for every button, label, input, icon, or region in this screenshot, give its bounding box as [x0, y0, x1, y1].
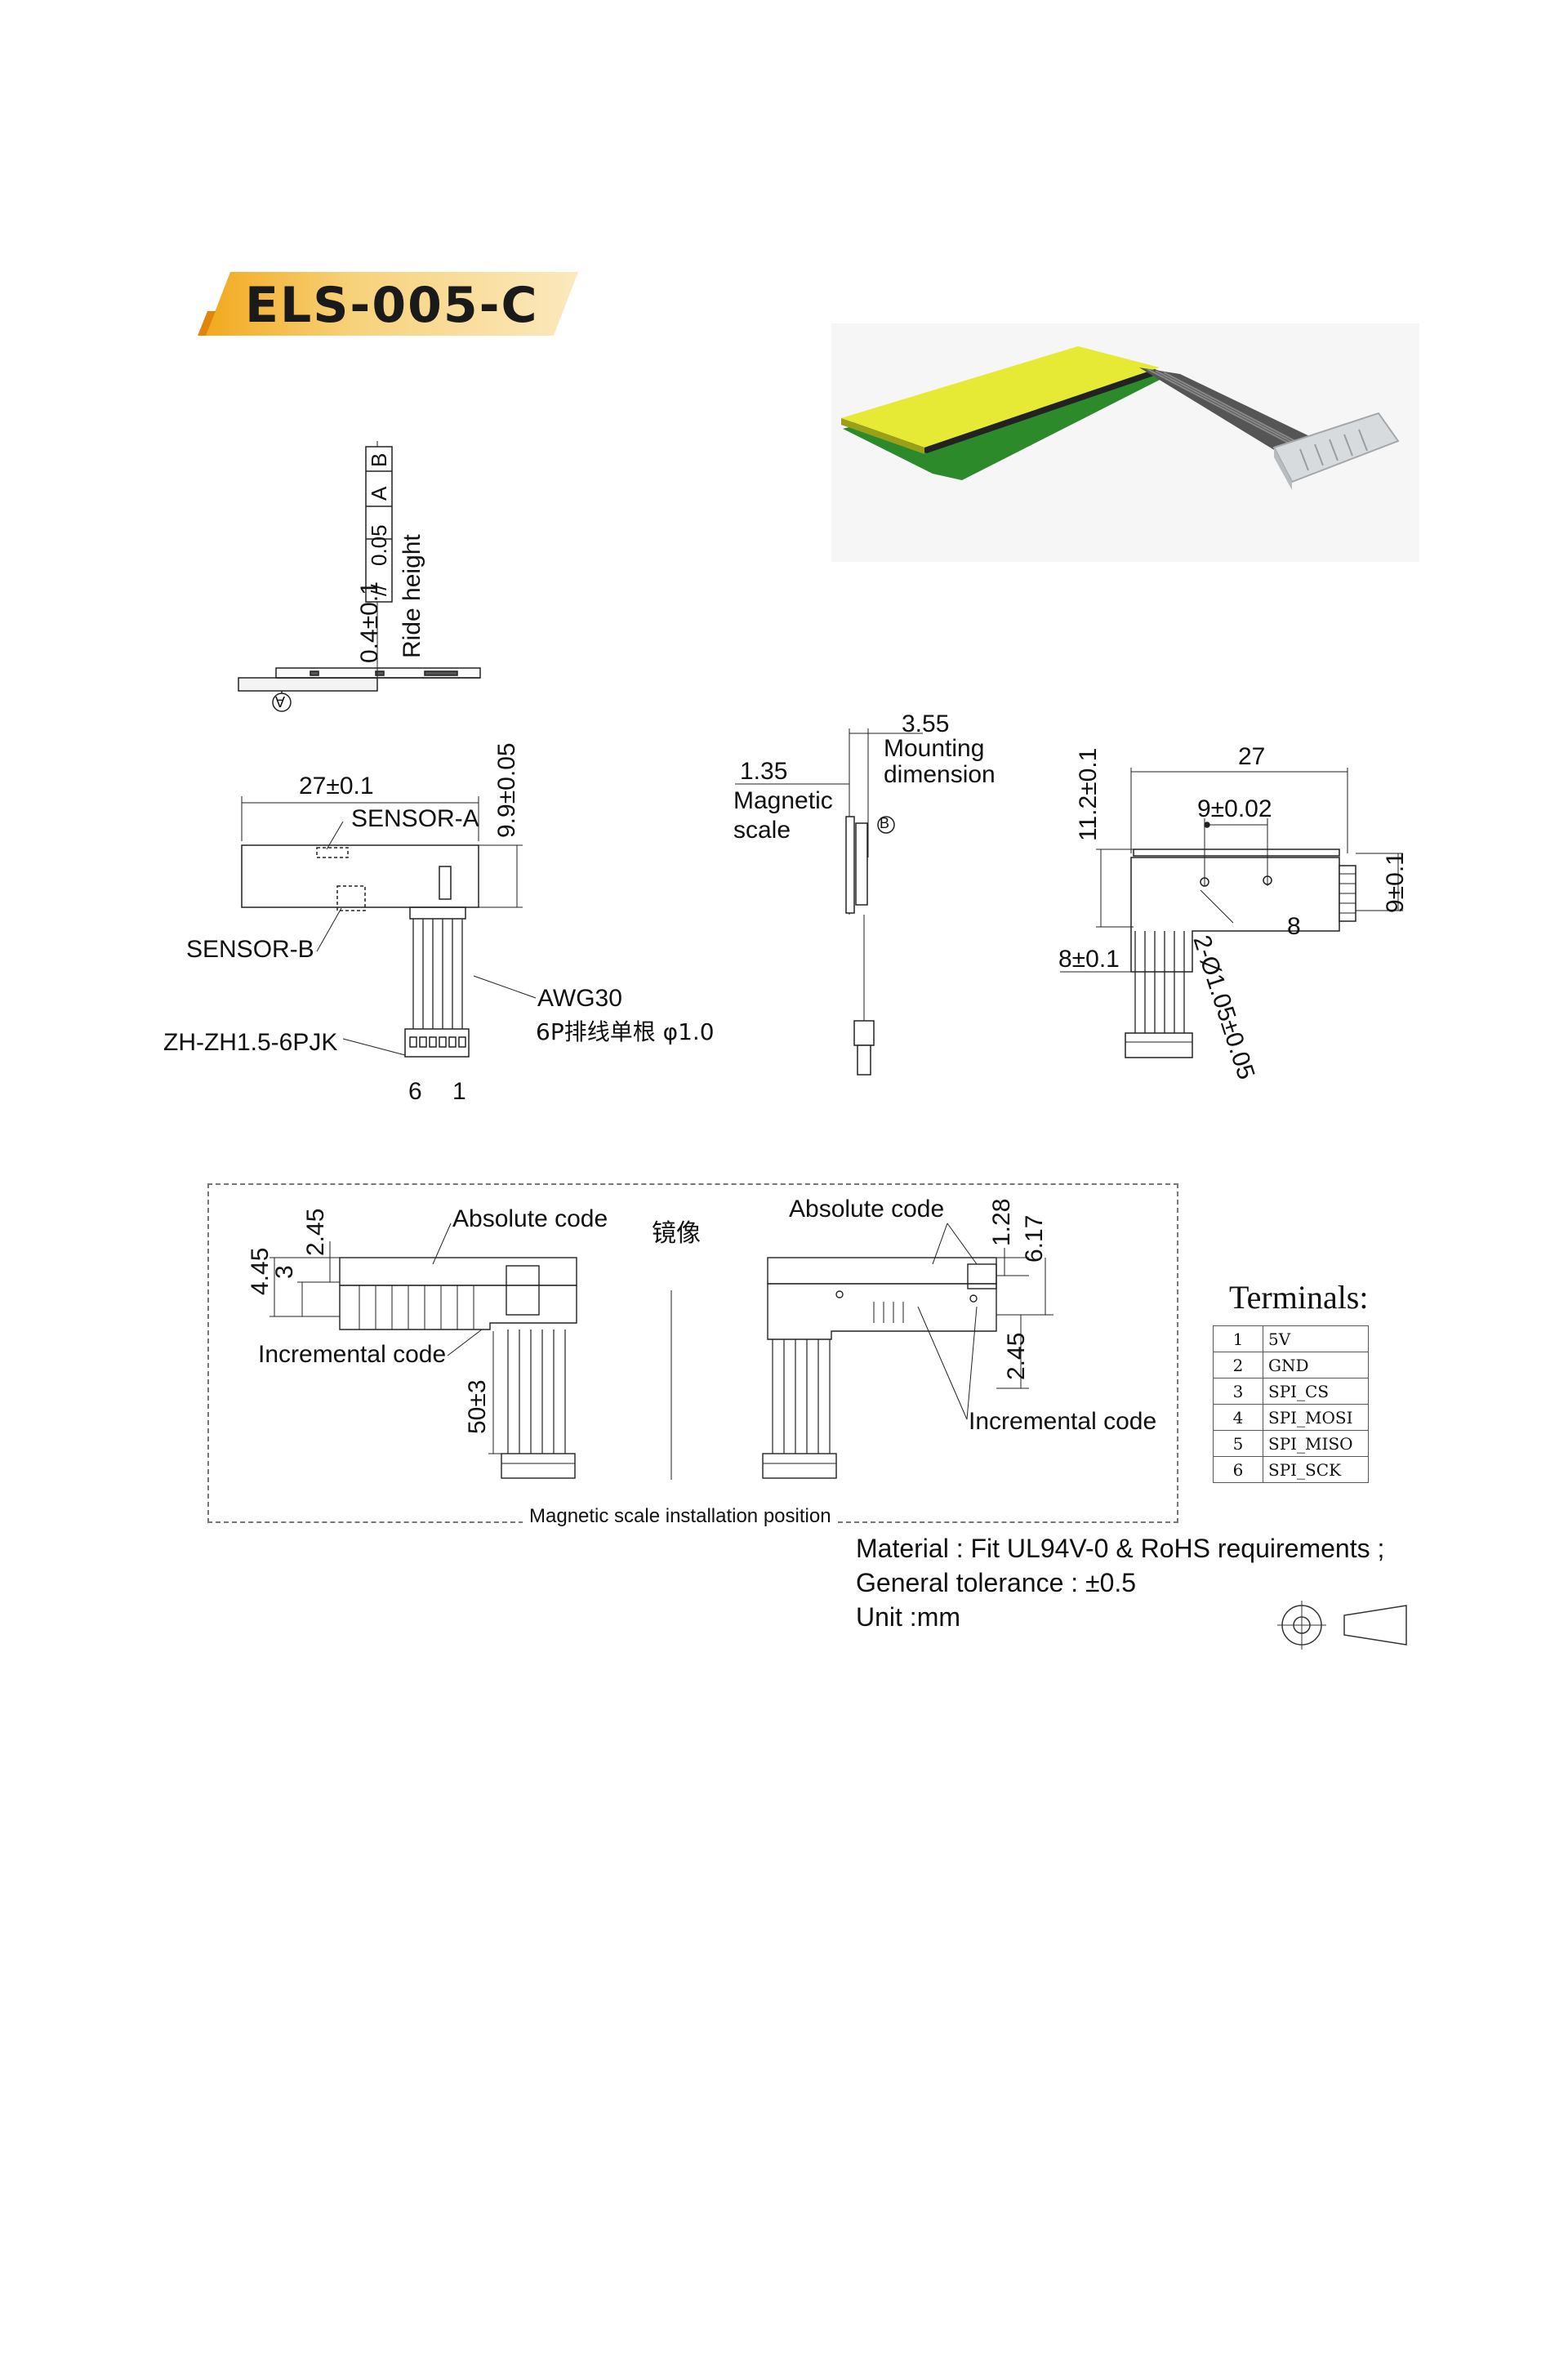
edge-view-drawing	[735, 728, 923, 1076]
connector-label: ZH-ZH1.5-6PJK	[163, 1029, 338, 1056]
pin-1-label: 1	[452, 1078, 466, 1105]
height-dimension: 9.9±0.05	[493, 742, 520, 838]
terminal-number: 2	[1213, 1352, 1263, 1379]
installation-right-drawing	[762, 1223, 1054, 1479]
hole-spacing-dim: 9±0.02	[1197, 795, 1272, 822]
mounting-label-line2: dimension	[884, 761, 996, 788]
page-title: ELS-005-C	[245, 277, 539, 334]
installation-left-drawing	[270, 1223, 672, 1480]
dim-4-45-left: 4.45	[247, 1247, 274, 1295]
top-view-drawing	[241, 796, 537, 1058]
dim-6-17-right: 6.17	[1021, 1214, 1048, 1263]
right-view-drawing	[1060, 768, 1403, 1058]
datum-a-marker: A	[275, 693, 286, 710]
incremental-code-label-left: Incremental code	[258, 1341, 447, 1368]
terminal-number: 1	[1213, 1325, 1263, 1352]
flatness-symbol: //	[367, 584, 391, 596]
cable-height-dim: 8±0.1	[1058, 946, 1120, 973]
terminals-title: Terminals:	[1229, 1279, 1369, 1316]
overall-width-dim: 27	[1238, 743, 1266, 770]
unit-note: Unit :mm	[856, 1602, 960, 1632]
ride-height-label: Ride height	[399, 534, 425, 658]
dim-2-45-left: 2.45	[302, 1208, 329, 1256]
dim-2-45-right: 2.45	[1003, 1332, 1030, 1380]
side-view-drawing	[238, 441, 481, 712]
dim-1-28-right: 1.28	[988, 1198, 1015, 1246]
datum-a-ref: A	[367, 486, 391, 501]
cable-gauge-label: AWG30	[537, 985, 622, 1012]
terminal-signal: SPI_SCK	[1263, 1456, 1369, 1483]
datum-b-ref: B	[367, 452, 391, 467]
title-banner: ELS-005-C	[194, 272, 578, 337]
terminal-number: 5	[1213, 1430, 1263, 1457]
magnetic-scale-label-line1: Magnetic	[733, 787, 833, 814]
mounting-dimension-value: 3.55	[902, 710, 950, 737]
hole-offset-dim: 8	[1287, 913, 1301, 940]
incremental-code-label-right: Incremental code	[969, 1408, 1157, 1435]
terminal-signal: 5V	[1263, 1325, 1369, 1352]
dim-3-left: 3	[271, 1265, 298, 1279]
cable-spec-label: 6P排线单根 φ1.0	[536, 1018, 715, 1045]
installation-caption: Magnetic scale installation position	[523, 1507, 838, 1526]
terminal-signal: SPI_MOSI	[1263, 1404, 1369, 1431]
side-height-dim: 9±0.1	[1382, 852, 1409, 913]
sensor-a-label: SENSOR-A	[351, 805, 479, 832]
terminal-number: 4	[1213, 1404, 1263, 1431]
overall-height-dim: 11.2±0.1	[1075, 747, 1102, 841]
datum-b-marker: B	[880, 815, 890, 831]
sensor-b-label: SENSOR-B	[186, 936, 314, 963]
mounting-label-line1: Mounting	[884, 735, 985, 762]
projection-symbol	[1277, 1601, 1407, 1650]
cable-length-dim: 50±3	[464, 1379, 491, 1434]
material-note: Material : Fit UL94V-0 & RoHS requiremen…	[856, 1534, 1385, 1563]
product-3d-render	[831, 323, 1419, 562]
tolerance-note: General tolerance : ±0.5	[856, 1568, 1137, 1597]
terminal-number: 6	[1213, 1456, 1263, 1483]
title-band-shape	[198, 272, 578, 336]
pin-6-label: 6	[408, 1078, 422, 1105]
notes-block: Material : Fit UL94V-0 & RoHS requiremen…	[856, 1531, 1384, 1634]
absolute-code-label-left: Absolute code	[452, 1205, 608, 1232]
terminal-signal: SPI_MISO	[1263, 1430, 1369, 1457]
magnetic-scale-dimension: 1.35	[740, 758, 788, 785]
flatness-value: 0.05	[367, 524, 391, 566]
terminal-signal: SPI_CS	[1263, 1378, 1369, 1405]
terminal-signal: GND	[1263, 1352, 1369, 1379]
width-dimension: 27±0.1	[299, 773, 374, 799]
absolute-code-label-right: Absolute code	[789, 1196, 945, 1223]
terminal-number: 3	[1213, 1378, 1263, 1405]
magnetic-scale-label-line2: scale	[733, 817, 791, 844]
mirror-label: 镜像	[652, 1219, 701, 1248]
